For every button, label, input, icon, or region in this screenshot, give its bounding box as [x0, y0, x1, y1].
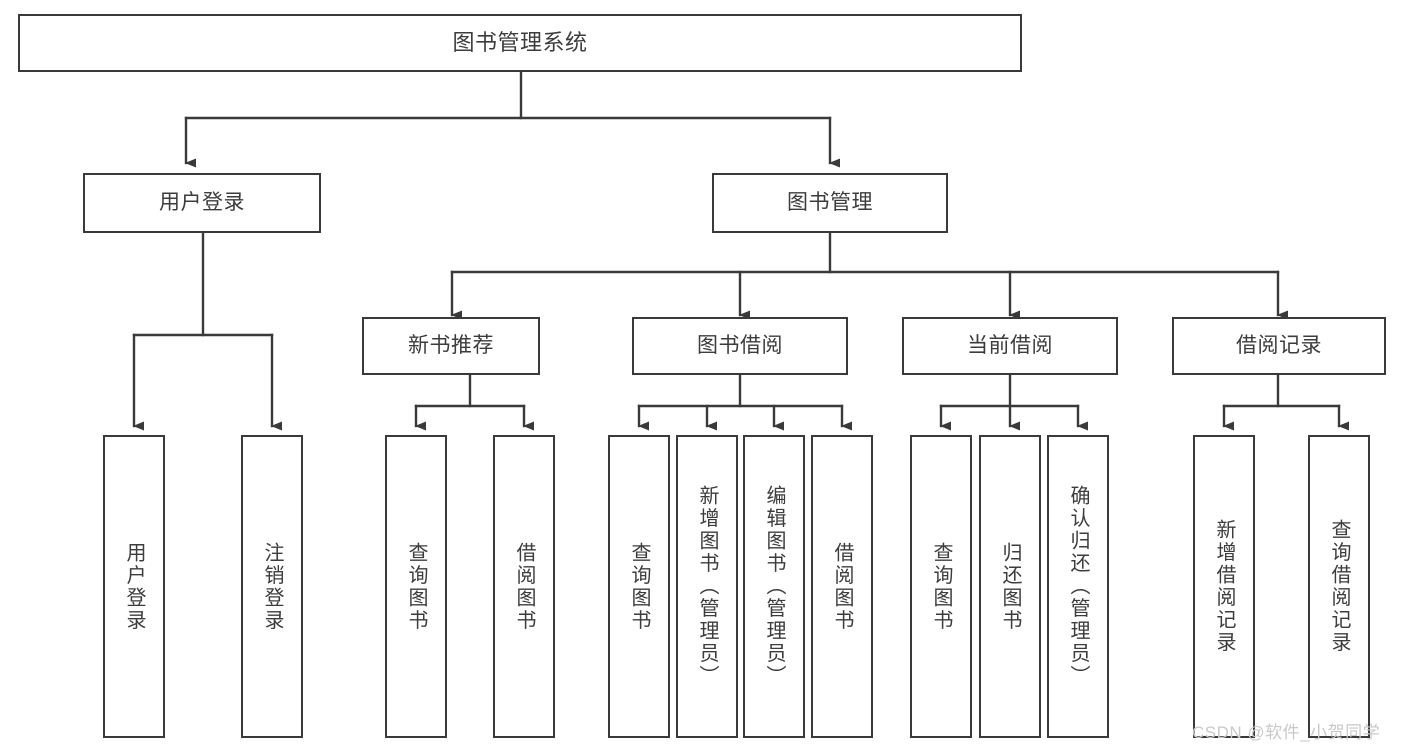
leaf-borrow-edit[interactable]: 编辑图书（管理员）	[743, 435, 805, 738]
leaf-borrow-query[interactable]: 查询图书	[608, 435, 670, 738]
node-new-book-rec-label: 新书推荐	[408, 333, 494, 357]
leaf-rec-borrow-label: 借阅图书	[513, 541, 535, 632]
node-current-borrow[interactable]: 当前借阅	[902, 317, 1118, 375]
node-current-borrow-label: 当前借阅	[967, 333, 1053, 357]
leaf-cur-query[interactable]: 查询图书	[910, 435, 972, 738]
leaf-rec-query[interactable]: 查询图书	[385, 435, 447, 738]
leaf-user-logout-label: 注销登录	[261, 541, 283, 632]
leaf-rec-query-label: 查询图书	[405, 541, 427, 632]
leaf-user-login-label: 用户登录	[123, 541, 145, 632]
leaf-rec-borrow[interactable]: 借阅图书	[493, 435, 555, 738]
leaf-user-login[interactable]: 用户登录	[103, 435, 165, 738]
node-book-manage-label: 图书管理	[787, 190, 873, 214]
leaf-record-search[interactable]: 查询借阅记录	[1308, 435, 1370, 738]
node-new-book-rec[interactable]: 新书推荐	[362, 317, 540, 375]
node-book-borrow-label: 图书借阅	[697, 333, 783, 357]
leaf-user-logout[interactable]: 注销登录	[241, 435, 303, 738]
node-book-manage[interactable]: 图书管理	[712, 173, 948, 233]
leaf-borrow-add-label: 新增图书（管理员）	[696, 485, 718, 688]
leaf-borrow-edit-label: 编辑图书（管理员）	[763, 485, 785, 688]
leaf-borrow-lend[interactable]: 借阅图书	[811, 435, 873, 738]
node-root-label: 图书管理系统	[452, 30, 588, 56]
node-root[interactable]: 图书管理系统	[18, 14, 1022, 72]
watermark-text: CSDN @软件_小贺同学	[1192, 723, 1381, 742]
leaf-cur-return-label: 归还图书	[999, 541, 1021, 632]
leaf-borrow-lend-label: 借阅图书	[831, 541, 853, 632]
node-borrow-record-label: 借阅记录	[1236, 333, 1322, 357]
leaf-record-add[interactable]: 新增借阅记录	[1193, 435, 1255, 738]
node-borrow-record[interactable]: 借阅记录	[1172, 317, 1386, 375]
leaf-borrow-add[interactable]: 新增图书（管理员）	[676, 435, 738, 738]
leaf-record-add-label: 新增借阅记录	[1213, 519, 1235, 654]
node-user-login[interactable]: 用户登录	[83, 173, 321, 233]
node-book-borrow[interactable]: 图书借阅	[632, 317, 848, 375]
node-user-login-label: 用户登录	[159, 190, 245, 214]
leaf-borrow-query-label: 查询图书	[628, 541, 650, 632]
leaf-cur-query-label: 查询图书	[930, 541, 952, 632]
leaf-record-search-label: 查询借阅记录	[1328, 519, 1350, 654]
leaf-cur-return[interactable]: 归还图书	[979, 435, 1041, 738]
leaf-cur-confirm[interactable]: 确认归还（管理员）	[1047, 435, 1109, 738]
leaf-cur-confirm-label: 确认归还（管理员）	[1067, 485, 1089, 688]
